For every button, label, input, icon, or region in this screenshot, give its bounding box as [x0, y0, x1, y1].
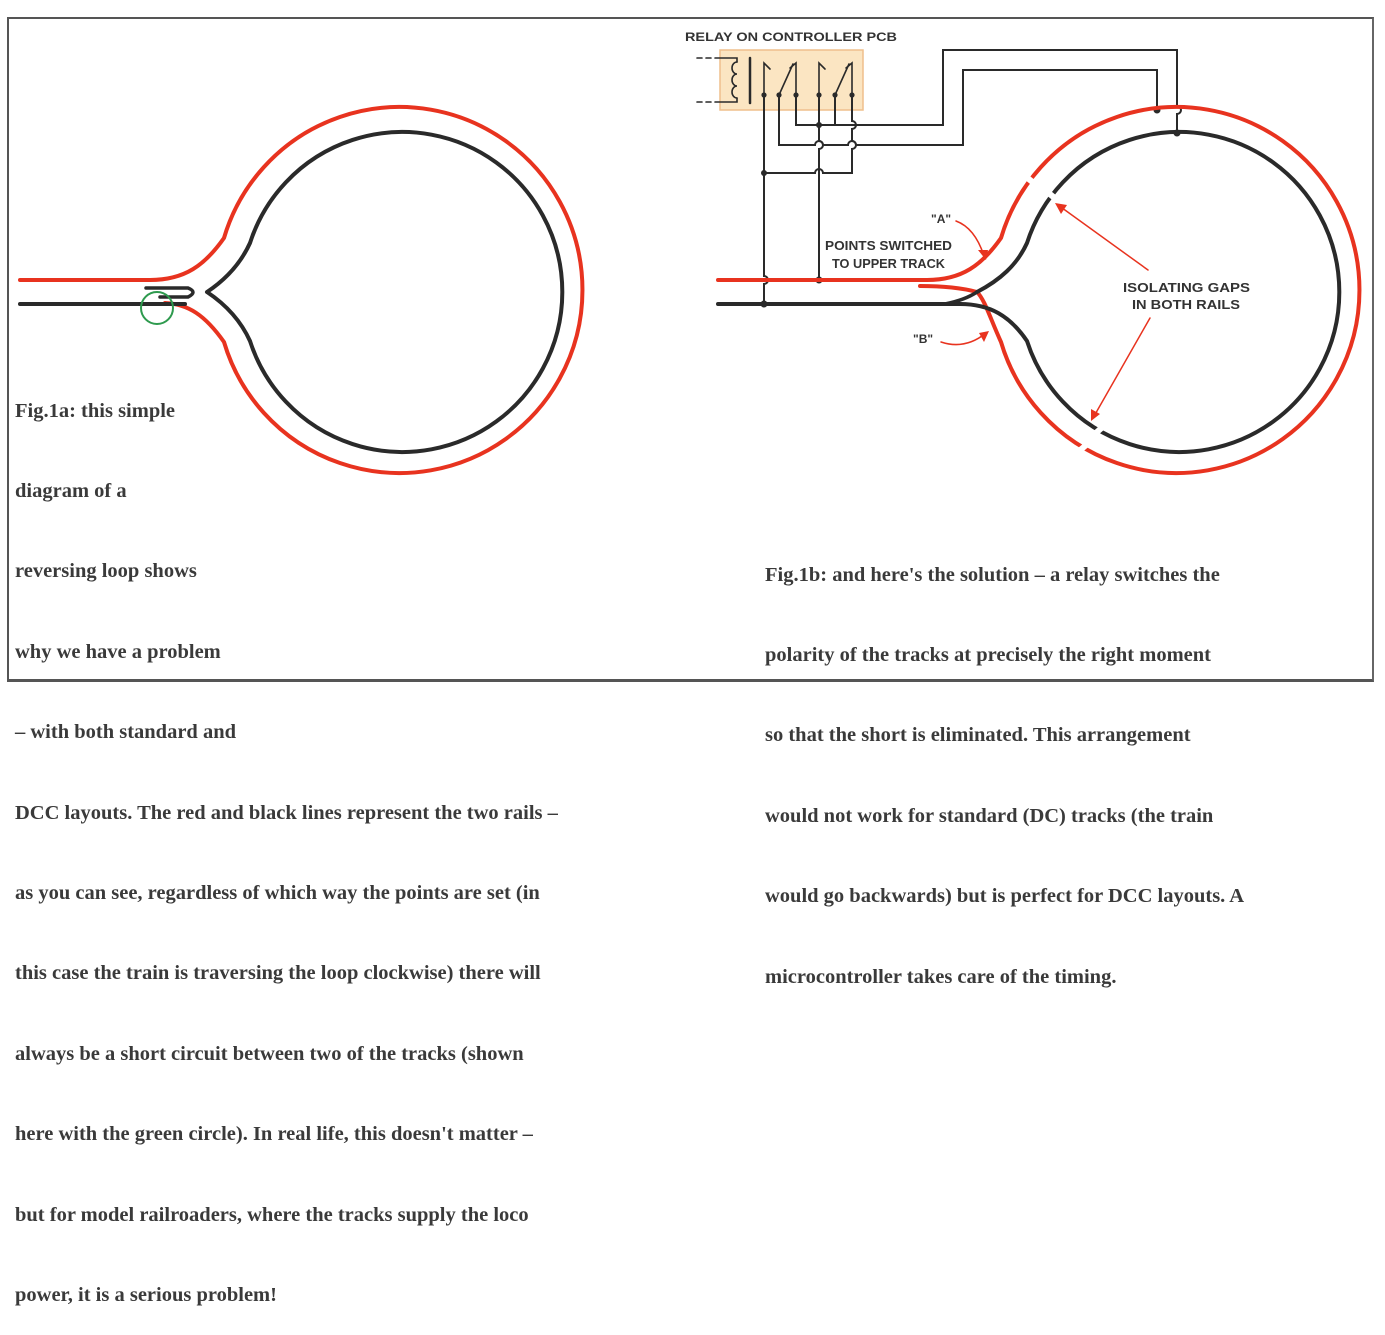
- fig1b-black-points-blade: [943, 290, 979, 306]
- arrowheads: [978, 203, 1100, 421]
- fig1a-points-blade: [144, 286, 195, 299]
- gaps-label-line2: IN BOTH RAILS: [1132, 297, 1240, 312]
- caption-line: this case the train is traversing the lo…: [15, 962, 541, 985]
- caption-line: would go backwards) but is perfect for D…: [765, 885, 1245, 908]
- label-b: "B": [913, 332, 933, 346]
- caption-line: why we have a problem: [15, 640, 221, 663]
- arrow-gap-lower: [1092, 317, 1151, 419]
- caption-line: reversing loop shows: [15, 560, 197, 583]
- caption-line: – with both standard and: [15, 721, 237, 744]
- fig1a-black-rail-loop: [205, 130, 565, 454]
- fig1b-red-rail: [716, 105, 1362, 475]
- caption-line: Fig.1b: and here's the solution – a rela…: [765, 563, 1220, 586]
- diagram-canvas: RELAY ON CONTROLLER PCB POINTS SWITCHED …: [18, 32, 1362, 475]
- caption-line: so that the short is eliminated. This ar…: [765, 724, 1191, 747]
- caption-line: power, it is a serious problem!: [15, 1283, 277, 1306]
- fig1a-caption: Fig.1a: this simple diagram of a reversi…: [15, 344, 558, 1335]
- label-a: "A": [931, 212, 951, 226]
- relay-label: RELAY ON CONTROLLER PCB: [685, 32, 897, 44]
- caption-line: Fig.1a: this simple: [15, 399, 176, 422]
- points-label-line1: POINTS SWITCHED: [825, 238, 952, 253]
- fig1b-caption: Fig.1b: and here's the solution – a rela…: [765, 508, 1244, 1017]
- fig1b-black-rail: [716, 130, 1342, 454]
- caption-line: DCC layouts. The red and black lines rep…: [15, 801, 558, 824]
- caption-line: but for model railroaders, where the tra…: [15, 1203, 529, 1226]
- short-circuit-circle: [140, 291, 174, 325]
- relay-contacts-icon: [763, 61, 853, 96]
- annotation-arrows: [940, 204, 1151, 419]
- arrow-b: [940, 332, 987, 346]
- caption-line: as you can see, regardless of which way …: [15, 881, 540, 904]
- caption-line: polarity of the tracks at precisely the …: [765, 643, 1211, 666]
- gaps-label-line1: ISOLATING GAPS: [1123, 280, 1250, 295]
- caption-line: microcontroller takes care of the timing…: [765, 965, 1117, 988]
- caption-line: would not work for standard (DC) tracks …: [765, 804, 1214, 827]
- caption-line: here with the green circle). In real lif…: [15, 1123, 533, 1146]
- fig1a-red-rail: [18, 105, 585, 475]
- caption-line: always be a short circuit between two of…: [15, 1042, 524, 1065]
- relay-pcb-box: [719, 49, 864, 111]
- caption-line: diagram of a: [15, 479, 127, 502]
- fig1b-red-points-blade: [918, 284, 979, 294]
- figure-frame: [7, 17, 1374, 682]
- relay-coil-icon: [696, 56, 752, 105]
- arrow-gap-upper: [1057, 204, 1149, 271]
- fig1a-diagram: [18, 105, 585, 475]
- fig1b-diagram: RELAY ON CONTROLLER PCB POINTS SWITCHED …: [685, 32, 1362, 475]
- isolating-gaps: [1018, 169, 1108, 455]
- points-label-line2: TO UPPER TRACK: [832, 256, 946, 271]
